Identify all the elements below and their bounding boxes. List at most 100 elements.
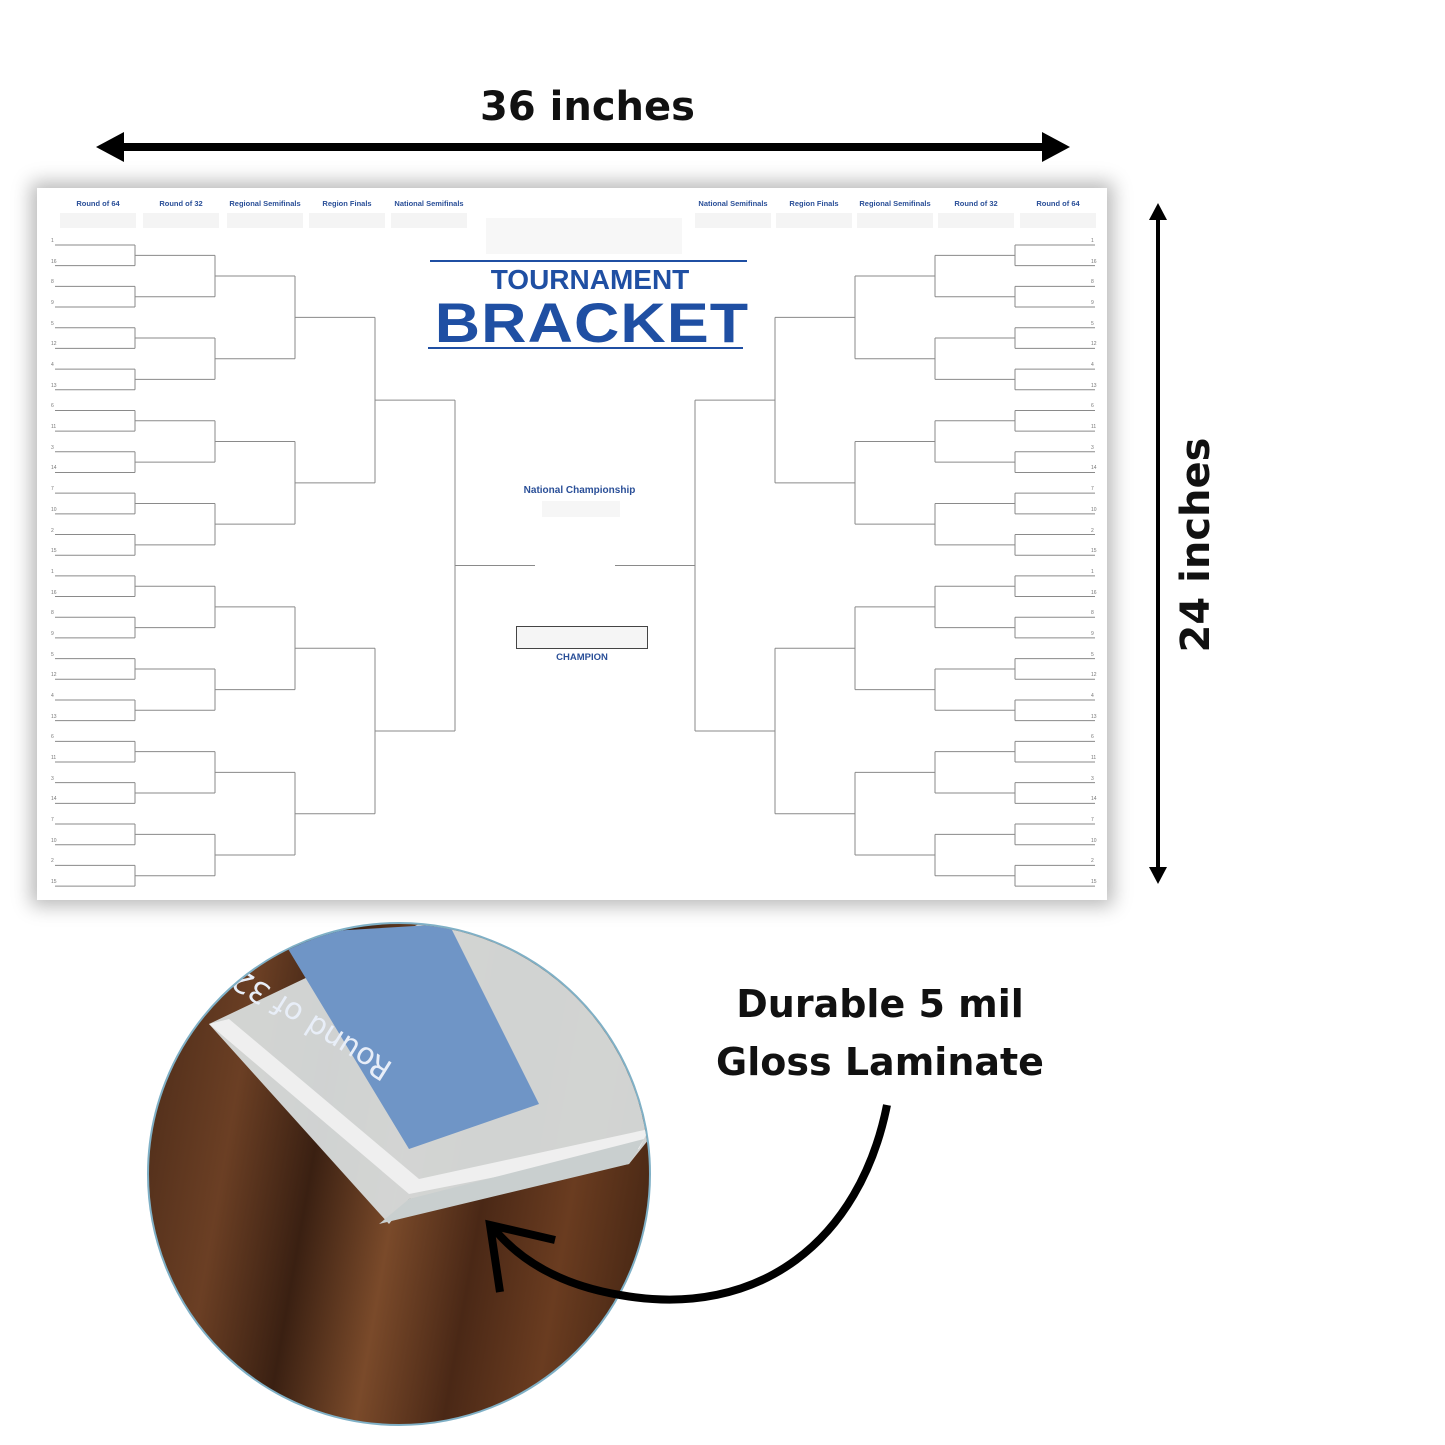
round-header-box <box>309 213 385 228</box>
round-header-box <box>391 213 467 228</box>
round-header-right: Round of 32 <box>954 199 998 208</box>
seed-number: 15 <box>51 548 57 555</box>
bracket-poster: Round of 64 Round of 32 Regional Semifinal… <box>37 188 1107 900</box>
round-header-left: Regional Semifinals <box>229 199 301 208</box>
seed-number: 1 <box>1091 568 1094 575</box>
champion-box[interactable] <box>516 626 648 649</box>
round-header-box <box>1020 213 1096 228</box>
seed-number: 11 <box>1091 755 1097 761</box>
round-header-left: National Semifinals <box>394 199 464 208</box>
round-header-box <box>938 213 1014 228</box>
seed-number: 2 <box>1091 858 1094 865</box>
seed-number: 12 <box>1091 341 1097 348</box>
round-header-left: Round of 64 <box>76 199 120 208</box>
seed-number: 8 <box>1091 610 1094 617</box>
seed-number: 15 <box>1091 548 1097 555</box>
round-header-box <box>227 213 303 228</box>
seed-number: 13 <box>1091 713 1097 720</box>
seed-number: 5 <box>51 651 54 658</box>
round-header-left: Region Finals <box>322 199 372 208</box>
seed-number: 10 <box>51 837 57 844</box>
seed-number: 14 <box>1091 465 1097 472</box>
seed-number: 4 <box>1091 362 1094 369</box>
champion-label: CHAMPION <box>556 652 608 663</box>
seed-number: 6 <box>1091 734 1094 741</box>
caption-line-1: Durable 5 mil <box>736 982 1024 1026</box>
seed-number: 6 <box>1091 403 1094 410</box>
seed-number: 4 <box>51 692 54 699</box>
seed-number: 9 <box>1091 300 1094 307</box>
title-placeholder-box <box>486 218 682 254</box>
seed-number: 9 <box>51 630 54 637</box>
seed-number: 16 <box>1091 589 1097 596</box>
seed-number: 3 <box>1091 775 1094 782</box>
seed-number: 13 <box>51 382 57 389</box>
title-bracket: BRACKET <box>434 291 750 354</box>
seed-number: 7 <box>1091 817 1094 824</box>
seed-number: 3 <box>51 775 54 782</box>
round-header-right: National Semifinals <box>698 199 768 208</box>
round-header-box <box>776 213 852 228</box>
seed-number: 6 <box>51 403 54 410</box>
seed-number: 15 <box>51 879 57 886</box>
round-header-left: Round of 32 <box>159 199 203 208</box>
seed-number: 5 <box>1091 320 1094 327</box>
seed-number: 7 <box>51 817 54 824</box>
round-header-right: Regional Semifinals <box>859 199 931 208</box>
seed-number: 1 <box>1091 238 1094 244</box>
width-arrow <box>96 132 1070 162</box>
height-arrow <box>1149 203 1167 884</box>
seed-number: 11 <box>51 424 57 431</box>
national-championship-box <box>542 501 620 517</box>
seed-number: 1 <box>51 238 54 244</box>
seed-number: 12 <box>1091 672 1097 679</box>
seed-number: 13 <box>51 713 57 720</box>
round-header-box <box>60 213 136 228</box>
seed-number: 3 <box>1091 444 1094 451</box>
seed-number: 16 <box>51 589 57 596</box>
seed-number: 2 <box>51 858 54 865</box>
round-header-right: Round of 64 <box>1036 199 1080 208</box>
title-tournament: TOURNAMENT <box>490 264 690 295</box>
seed-number: 11 <box>51 755 57 761</box>
seed-number: 9 <box>1091 630 1094 637</box>
seed-number: 3 <box>51 444 54 451</box>
laminate-closeup-photo: Round of 32 <box>147 922 651 1426</box>
seed-number: 4 <box>1091 692 1094 699</box>
seed-number: 11 <box>1091 424 1097 431</box>
seed-number: 9 <box>51 300 54 307</box>
seed-number: 4 <box>51 362 54 369</box>
height-dimension-label: 24 inches <box>1173 437 1219 653</box>
national-championship-label: National Championship <box>523 485 636 496</box>
round-header-box <box>857 213 933 228</box>
seed-number: 16 <box>51 258 57 265</box>
seed-number: 10 <box>1091 837 1097 844</box>
seed-number: 12 <box>51 341 57 348</box>
seed-number: 10 <box>1091 506 1097 513</box>
round-header-box <box>695 213 771 228</box>
round-header-right: Region Finals <box>789 199 839 208</box>
seed-number: 5 <box>1091 651 1094 658</box>
title-rule-bottom <box>428 347 743 349</box>
seed-number: 5 <box>51 320 54 327</box>
seed-number: 1 <box>51 568 54 575</box>
laminate-caption: Durable 5 mil Gloss Laminate <box>700 975 1060 1091</box>
laminate-photo-illustration: Round of 32 <box>209 924 649 1224</box>
width-dimension-label: 36 inches <box>480 84 695 130</box>
seed-number: 10 <box>51 506 57 513</box>
seed-number: 14 <box>1091 796 1097 803</box>
seed-number: 6 <box>51 734 54 741</box>
seed-number: 2 <box>1091 527 1094 534</box>
bracket-lines <box>55 244 1095 887</box>
seed-number: 14 <box>51 465 57 472</box>
seed-number: 12 <box>51 672 57 679</box>
seed-number: 14 <box>51 796 57 803</box>
seed-number: 8 <box>51 279 54 286</box>
seed-number: 16 <box>1091 258 1097 265</box>
seed-number: 7 <box>51 486 54 493</box>
title-rule-top <box>430 260 747 262</box>
round-header-box <box>143 213 219 228</box>
seed-number: 2 <box>51 527 54 534</box>
seed-number: 7 <box>1091 486 1094 493</box>
